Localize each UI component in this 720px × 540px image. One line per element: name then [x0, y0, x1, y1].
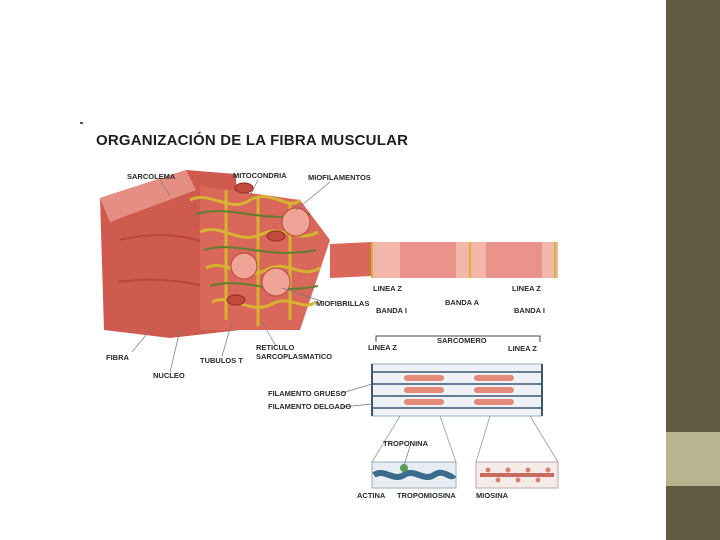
label-linea-z-left: LINEA Z	[373, 284, 402, 293]
thick-filaments	[404, 375, 514, 405]
myofibril-end	[261, 267, 291, 297]
slide-marker	[80, 122, 83, 124]
label-tubulos-t: TUBULOS T	[200, 356, 243, 365]
leader-lines	[131, 179, 411, 467]
mitochondrion	[234, 182, 254, 194]
label-mitocondria: MITOCONDRIA	[233, 171, 287, 180]
label-troponina: TROPONINA	[383, 439, 428, 448]
label-linea-z-lower-right: LINEA Z	[508, 344, 537, 353]
label-miofibrillas: MIOFIBRILLAS	[316, 299, 370, 308]
actin-helix	[372, 469, 457, 480]
slide-title: ORGANIZACIÓN DE LA FIBRA MUSCULAR	[96, 132, 409, 149]
mitochondrion	[226, 294, 246, 306]
label-tropomiosina: TROPOMIOSINA	[397, 491, 456, 500]
label-linea-z-lower-left: LINEA Z	[368, 343, 397, 352]
label-banda-i-right: BANDA I	[514, 306, 545, 315]
zoom-lines	[371, 415, 559, 463]
myofibril-bundle	[200, 186, 330, 330]
myofibril-neck	[330, 242, 372, 278]
label-banda-i-left: BANDA I	[376, 306, 407, 315]
label-miofilamentos: MIOFILAMENTOS	[308, 173, 371, 182]
myofibril-end	[281, 207, 311, 237]
label-fibra: FIBRA	[106, 353, 129, 362]
a-band-left	[400, 242, 456, 278]
a-band-right	[486, 242, 542, 278]
label-linea-z-right: LINEA Z	[512, 284, 541, 293]
muscle-fiber-illustration: SARCOLEMA MITOCONDRIA MIOFILAMENTOS MIOF…	[100, 170, 559, 500]
label-filamento-grueso: FILAMENTO GRUESO	[268, 389, 347, 398]
muscle-fiber-drawing	[100, 170, 559, 489]
label-actina: ACTINA	[357, 491, 386, 500]
troponin-dot	[400, 464, 408, 472]
sarcolemma-fold	[100, 170, 196, 222]
sarcomere-bracket	[375, 335, 541, 342]
label-banda-a: BANDA A	[445, 298, 480, 307]
label-sarcoplasmatico: SARCOPLASMATICO	[256, 352, 333, 361]
label-filamento-delgado: FILAMENTO DELGADO	[268, 402, 352, 411]
label-nucleo: NUCLEO	[153, 371, 185, 380]
slide: ORGANIZACIÓN DE LA FIBRA MUSCULAR	[80, 122, 559, 500]
label-sarcolema: SARCOLEMA	[127, 172, 176, 181]
mitochondrion	[266, 230, 286, 242]
thin-filaments	[372, 371, 542, 409]
label-sarcomero: SARCOMERO	[437, 336, 487, 345]
slide-sidebar-accent	[666, 432, 720, 486]
myofibril-end	[230, 252, 258, 280]
label-reticulo: RETICULO	[256, 343, 295, 352]
label-miosina: MIOSINA	[476, 491, 509, 500]
myosin-heads	[485, 467, 551, 483]
